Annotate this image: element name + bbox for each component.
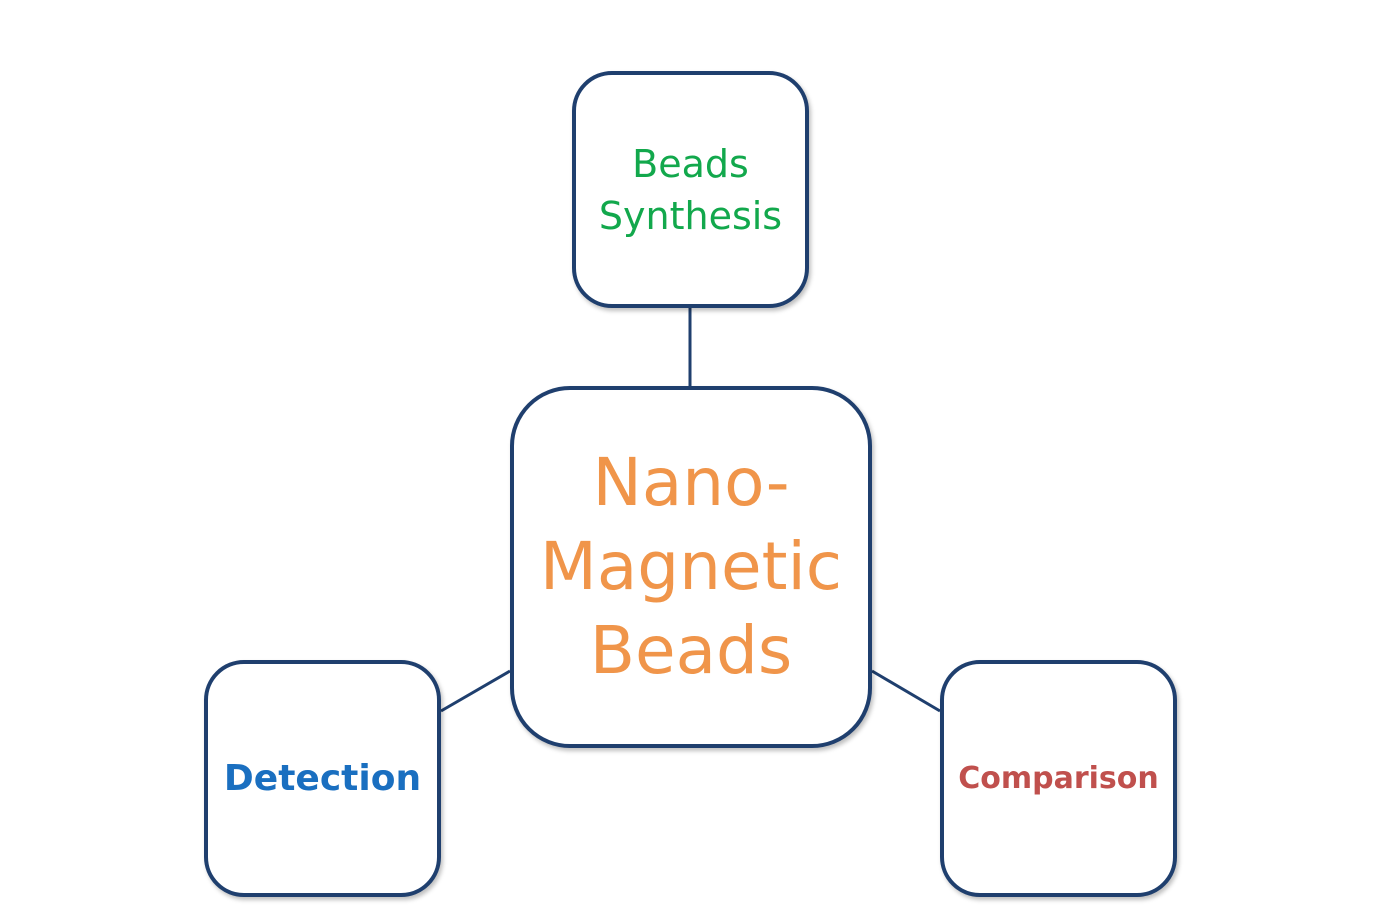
node-beads-synthesis: Beads Synthesis (572, 71, 809, 308)
node-nano-magnetic-beads: Nano- Magnetic Beads (510, 386, 872, 748)
node-detection-label: Detection (223, 758, 422, 799)
connector-center-left (440, 669, 511, 713)
node-nano-magnetic-beads-label: Nano- Magnetic Beads (539, 444, 843, 689)
node-comparison: Comparison (940, 660, 1177, 897)
connector-center-right (871, 669, 941, 713)
node-comparison-label: Comparison (958, 761, 1159, 796)
node-beads-synthesis-label: Beads Synthesis (598, 141, 783, 238)
node-detection: Detection (204, 660, 441, 897)
